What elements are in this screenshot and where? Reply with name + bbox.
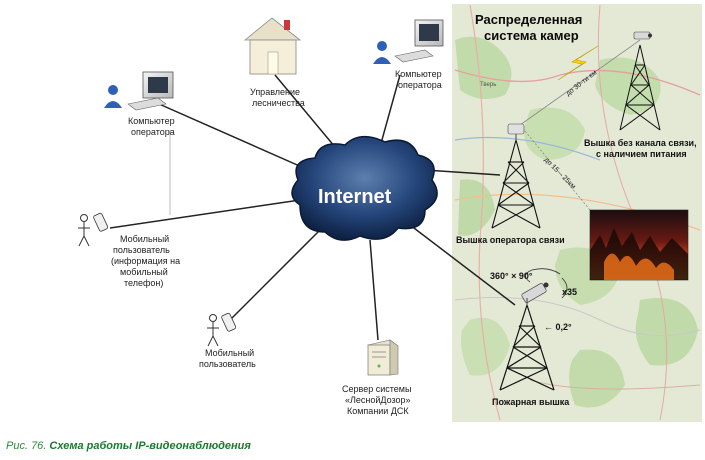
keyboard-icon <box>127 97 167 111</box>
mobile-user-info-label-4: мобильный <box>120 267 168 277</box>
forestry-office: Управление лесничества <box>243 17 305 108</box>
server-icon <box>367 339 399 376</box>
person-icon <box>78 214 90 247</box>
fire-tower: 360° × 90° x35 ← 0,2° Пожарная вышка <box>490 268 577 407</box>
zoom-label: x35 <box>562 287 577 297</box>
link-operator-tower <box>424 169 501 176</box>
map-town-label: Тверь <box>480 82 496 88</box>
operator-pc-top-label-2: оператора <box>398 80 442 90</box>
tower-no-link: Вышка без канала связи, с наличием питан… <box>584 31 697 159</box>
server-node: Сервер системы «ЛеснойДозор» Компании ДС… <box>342 339 411 416</box>
mobile-user-info-label-5: телефон) <box>124 278 163 288</box>
link-mobile-info <box>109 199 301 229</box>
operator-pc-left-label-1: Компьютер <box>128 116 175 126</box>
user-icon <box>373 41 391 64</box>
user-icon <box>104 85 122 108</box>
lightning-icon <box>557 45 599 81</box>
person-icon <box>207 314 219 347</box>
mobile-phone-icon <box>93 212 109 232</box>
operator-pc-left: Компьютер оператора <box>104 71 175 137</box>
server-label-3: Компании ДСК <box>347 406 409 416</box>
operator-pc-top-label-1: Компьютер <box>395 69 442 79</box>
internet-label: Internet <box>318 186 392 208</box>
camera-icon <box>633 31 652 40</box>
camera-icon <box>507 123 525 141</box>
house-icon <box>243 17 302 75</box>
mobile-user: Мобильный пользователь <box>199 312 256 369</box>
tower-no-link-label-2: с наличием питания <box>596 149 687 159</box>
rotation-arc <box>525 268 561 283</box>
tower-icon <box>619 44 661 131</box>
server-label-2: «ЛеснойДозор» <box>345 395 411 405</box>
mobile-user-label-1: Мобильный <box>205 348 254 358</box>
pan-tilt-label: 360° × 90° <box>490 271 533 281</box>
figure-caption: Рис. 76. Схема работы IP-видеонаблюдения <box>6 440 251 452</box>
map-title-line-1: Распределенная <box>475 12 582 27</box>
tower-icon <box>491 139 541 229</box>
forest-fire-image <box>589 209 689 281</box>
network-links <box>109 74 516 341</box>
precision-label: ← 0,2° <box>544 322 572 332</box>
link-server <box>369 239 379 341</box>
operator-pc-left-label-2: оператора <box>131 127 175 137</box>
link-operator-left <box>149 99 321 176</box>
operator-pc-top: Компьютер оператора <box>373 19 444 90</box>
forestry-office-label-1: Управление <box>250 87 300 97</box>
radio-link-long <box>519 39 641 126</box>
mobile-user-label-2: пользователь <box>199 359 256 369</box>
mobile-phone-icon <box>221 312 237 332</box>
link-mobile-user <box>229 224 326 321</box>
forestry-office-label-2: лесничества <box>252 98 305 108</box>
tower-no-link-label-1: Вышка без канала связи, <box>584 138 697 148</box>
mobile-user-info-label-2: пользователь <box>113 245 170 255</box>
tower-operator-link: Вышка оператора связи <box>456 123 565 245</box>
tower-operator-link-label: Вышка оператора связи <box>456 235 565 245</box>
internet-cloud: Internet <box>291 136 438 241</box>
tilt-arc <box>561 277 568 299</box>
mobile-user-info: Мобильный пользователь (информация на мо… <box>78 212 180 288</box>
map-title-line-2: система камер <box>484 28 579 43</box>
fire-tower-label: Пожарная вышка <box>492 397 570 407</box>
figure-number: Рис. 76. <box>6 440 47 452</box>
tower-icon <box>499 304 555 391</box>
link-fire-tower <box>409 224 516 306</box>
ptz-camera-icon <box>521 282 549 306</box>
mobile-user-info-label-3: (информация на <box>111 256 180 266</box>
keyboard-icon <box>394 49 434 63</box>
figure-title: Схема работы IP-видеонаблюдения <box>49 440 251 452</box>
mobile-user-info-label-1: Мобильный <box>120 234 169 244</box>
server-label-1: Сервер системы <box>342 384 411 394</box>
